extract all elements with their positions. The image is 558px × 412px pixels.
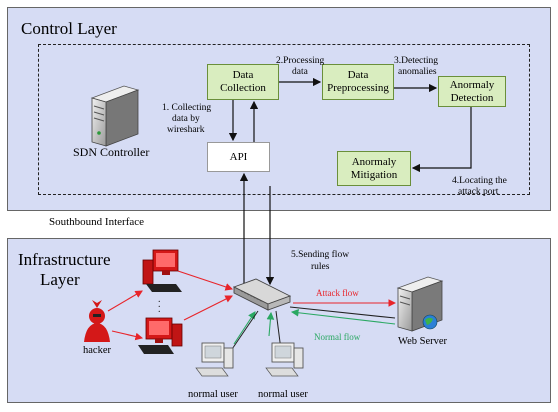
- step3-line1: 3.Detecting: [394, 56, 439, 66]
- hacker-icon: [84, 300, 110, 342]
- anomaly-mitigation-text: Anormaly Mitigation: [350, 155, 398, 181]
- infra-layer-title-2: Layer: [40, 270, 80, 289]
- step2-line1: 2.Processing: [276, 56, 325, 66]
- normal-flow-label: Normal flow: [314, 332, 361, 342]
- anomaly-detection-box: Anormaly Detection: [438, 76, 506, 107]
- pc-dots-3: .: [158, 304, 161, 315]
- attack-line-pc1: [177, 270, 234, 291]
- sdn-controller-server-icon: [90, 85, 140, 147]
- normal-line-user1: [233, 311, 256, 345]
- data-preprocessing-text: Data Preprocessing: [327, 69, 389, 94]
- control-layer-title: Control Layer: [21, 19, 117, 38]
- pc-dots-2: .: [158, 299, 161, 310]
- attack-line-pc2: [183, 295, 233, 321]
- pc-dots-1: .: [158, 294, 161, 305]
- switch-server-link: [289, 306, 396, 319]
- step2-line2: data: [292, 67, 308, 77]
- normal-user-pc-icon-1: [195, 342, 234, 377]
- anomaly-detection-text: Anormaly Detection: [449, 78, 495, 104]
- data-collection-text: Data Collection: [220, 69, 266, 94]
- southbound-interface-label: Southbound Interface: [49, 216, 144, 228]
- normal-user-label-2: normal user: [258, 389, 308, 400]
- normal-flow-arrow: [290, 308, 396, 325]
- api-text: API: [229, 150, 248, 163]
- arrow-detection-to-mitigation: [411, 107, 472, 173]
- attack-flow-label: Attack flow: [316, 288, 359, 298]
- compromised-pc-icon-2: [138, 317, 183, 354]
- anomaly-mitigation-box: Anormaly Mitigation: [337, 151, 411, 186]
- web-server-icon: [396, 276, 444, 332]
- infra-layer-title-1: Infrastructure: [18, 250, 111, 269]
- api-box: API: [207, 142, 270, 172]
- normal-user-pc-icon-2: [265, 342, 304, 377]
- web-server-label: Web Server: [398, 336, 448, 347]
- compromised-pc-icon-1: [142, 249, 182, 292]
- switch-icon: [232, 278, 292, 311]
- hacker-label: hacker: [83, 345, 111, 356]
- normal-user-label-1: normal user: [188, 389, 238, 400]
- hacker-to-pc1: [107, 290, 143, 312]
- data-collection-box: Data Collection: [207, 64, 279, 100]
- step4-line2: attack port: [458, 187, 499, 197]
- step5-line2: rules: [311, 262, 330, 272]
- step1-line3: wireshark: [167, 125, 205, 135]
- step4-line1: 4.Locating the: [452, 176, 507, 186]
- data-preprocessing-box: Data Preprocessing: [322, 64, 394, 100]
- sdn-controller-boundary: [38, 44, 530, 195]
- normal-line-user2: [266, 311, 275, 337]
- step1-line1: 1. Collecting: [162, 103, 212, 113]
- sdn-controller-label: SDN Controller: [73, 145, 150, 159]
- step1-line2: data by: [172, 114, 200, 124]
- step3-line2: anomalies: [398, 67, 437, 77]
- step5-line1: 5.Sending flow: [291, 250, 350, 260]
- hacker-to-pc2: [111, 330, 144, 341]
